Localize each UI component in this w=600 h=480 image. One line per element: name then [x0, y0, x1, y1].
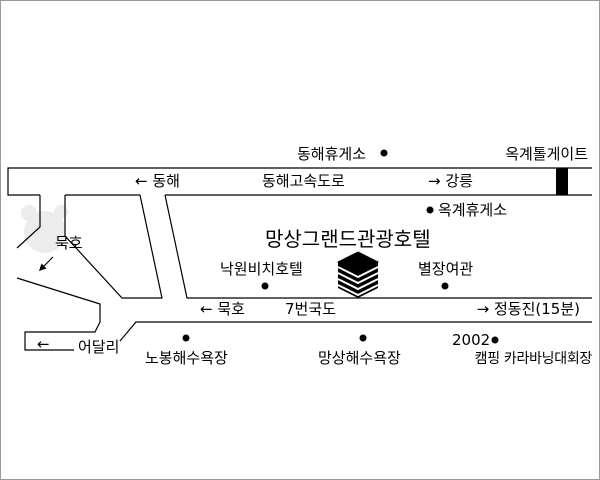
building-right-face	[358, 262, 378, 298]
tollgate-bar-icon	[556, 168, 568, 195]
down-left-arrow-icon	[39, 256, 54, 271]
route7-east-direction: → 정동진(15분)	[476, 300, 580, 318]
building-stripe	[337, 272, 379, 285]
okgye-rest-area-label: 옥계휴게소	[438, 201, 508, 219]
highway-name: 동해고속도로	[262, 172, 345, 190]
mukho-exit-label: 묵호	[55, 234, 83, 252]
donghae-rest-area-label: 동해휴게소	[297, 145, 367, 163]
route7-west-direction: ← 묵호	[200, 300, 245, 318]
dot-marker-icon	[491, 336, 499, 344]
eodalli-label: 어달리	[78, 338, 120, 356]
down-left-arrow-shaft	[43, 256, 54, 267]
dot-marker-icon	[359, 334, 367, 342]
hotel-name-label: 망상그랜드관광호텔	[265, 227, 431, 251]
building-icon	[336, 251, 380, 298]
watermark-mascot-ear-right	[54, 205, 68, 219]
building-stripe	[337, 284, 379, 297]
down-left-arrow-head	[39, 263, 47, 271]
highway-west-direction: ← 동해	[135, 172, 180, 190]
nobong-beach-label: 노봉해수욕장	[145, 349, 228, 367]
route7-top-edge	[164, 194, 592, 299]
building-stripe	[337, 266, 379, 279]
dot-marker-icon	[426, 206, 434, 214]
dot-marker-icon	[182, 334, 190, 342]
dot-marker-icon	[261, 282, 269, 290]
mukho-exit-left-edge	[16, 195, 41, 249]
local-road-left-edge	[16, 277, 101, 351]
dot-marker-icon	[380, 149, 388, 157]
byeoljang-inn-label: 별장여관	[418, 260, 474, 278]
route7-bottom-edge	[119, 321, 592, 342]
watermark-mascot-head	[24, 211, 66, 253]
mukho-exit-right-edge	[64, 194, 163, 299]
building-left-face	[338, 262, 358, 298]
highway-east-direction: → 강릉	[428, 172, 473, 190]
building-stripe	[337, 278, 379, 291]
mangsang-beach-label: 망상해수욕장	[318, 349, 401, 367]
nakwon-beach-hotel-label: 낙원비치호텔	[220, 260, 303, 278]
dot-marker-icon	[441, 282, 449, 290]
highway-top-edge	[7, 167, 592, 196]
camping-year-label: 2002	[452, 331, 491, 349]
eodalli-arrow: ←	[37, 335, 50, 353]
okgye-tollgate-label: 옥계톨게이트	[505, 145, 588, 163]
watermark-mascot-ear-left	[21, 205, 37, 221]
camping-venue-label: 캠핑 카라바닝대회장	[474, 351, 593, 367]
route7-name: 7번국도	[285, 300, 336, 318]
